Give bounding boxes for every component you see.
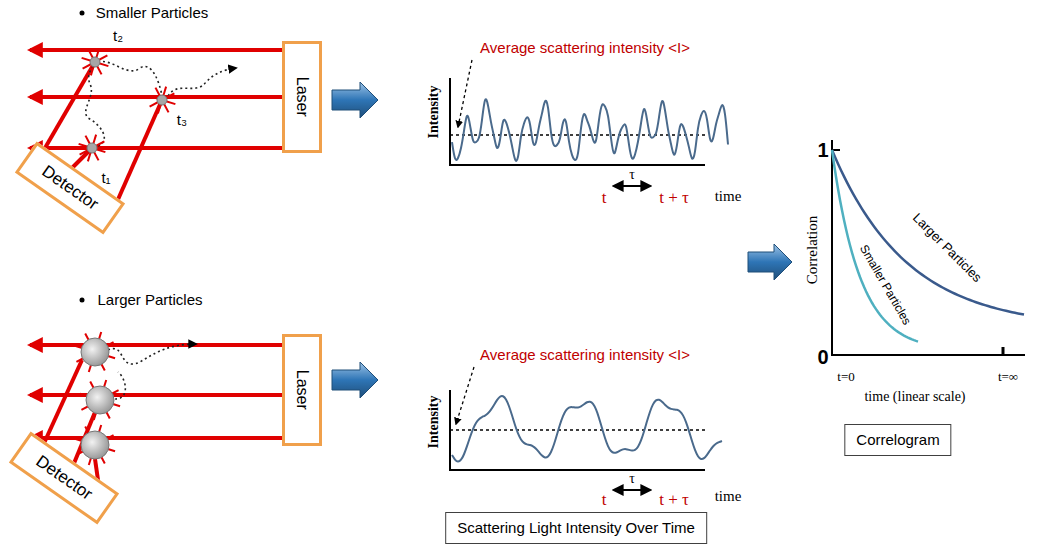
time-mark: t₂ (113, 28, 123, 45)
correlation-curve (832, 150, 1024, 342)
section-label: Smaller Particles (96, 5, 209, 22)
block-arrow (332, 82, 792, 398)
axis-label: Intensity (426, 396, 441, 449)
particles (75, 49, 175, 465)
bullet (80, 298, 85, 303)
node-text: Detector (38, 162, 101, 214)
time-mark: t (602, 491, 607, 510)
axis-label: time (linear scale) (864, 389, 965, 404)
intensity-trace (452, 396, 722, 462)
section-label: Larger Particles (97, 292, 202, 309)
node-text: Laser (293, 77, 311, 117)
laser-box: Laser (282, 41, 322, 153)
correlation-curve (832, 150, 1024, 315)
axis-tick: t=0 (837, 370, 854, 384)
caption-box: Correlogram (844, 424, 951, 456)
intensity-trace (452, 99, 728, 461)
time-mark: t₁ (101, 170, 110, 187)
plot-note: Average scattering intensity <I> (480, 347, 690, 364)
detector-box: Detector (15, 141, 125, 234)
time-mark: t + τ (659, 189, 689, 208)
curve-label: Smaller Particles (857, 243, 913, 328)
plot-axes (450, 78, 1025, 470)
node-text: Detector (32, 452, 95, 504)
intensity-trace (452, 99, 728, 161)
axis-tick: 1 (817, 139, 828, 161)
laser-box: Laser (282, 334, 322, 446)
node-text: Laser (293, 370, 311, 410)
caption-box: Scattering Light Intensity Over Time (445, 512, 707, 544)
time-mark: t + τ (659, 491, 689, 510)
axis-tick: 0 (817, 346, 828, 368)
node-text: Scattering Light Intensity Over Time (457, 520, 695, 537)
axis-tick: t=∞ (998, 370, 1018, 384)
node-text: Correlogram (856, 432, 939, 449)
axis-label: Correlation (804, 216, 821, 284)
plot-note: Average scattering intensity <I> (480, 40, 690, 57)
time-mark: t (602, 189, 607, 208)
tau-label: τ (629, 471, 635, 486)
time-mark: t₃ (177, 112, 187, 129)
correlation-curve (832, 150, 918, 342)
scatter-rays (75, 49, 175, 465)
tau-arrow (614, 186, 650, 490)
axis-label: time (715, 488, 742, 505)
axis-label: time (715, 188, 742, 205)
bullet (80, 11, 85, 16)
axis-label: Intensity (426, 86, 441, 139)
tau-label: τ (629, 167, 635, 182)
